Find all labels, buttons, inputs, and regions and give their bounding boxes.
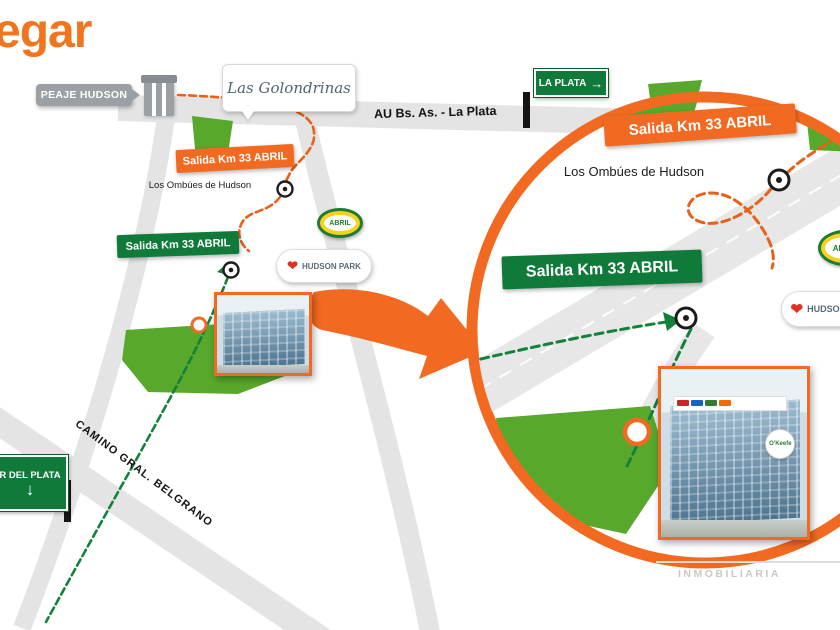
banner-logo-icon	[690, 400, 703, 407]
route-green	[44, 275, 230, 624]
hudson-park-label: HUDSON PARK	[807, 304, 840, 314]
ombues-label-zoom: Los Ombúes de Hudson	[563, 164, 705, 179]
building-ground	[661, 520, 807, 537]
route-orange	[237, 195, 282, 253]
route-green	[624, 327, 693, 470]
pointer-down-icon	[241, 110, 255, 120]
heart-icon: ❤	[287, 258, 298, 273]
las-golondrinas-label: Las Golondrinas	[227, 79, 351, 97]
zoom-arrow-icon	[307, 289, 484, 379]
la-plata-sign: LA PLATA →	[534, 69, 608, 97]
pointer-right-icon	[132, 89, 140, 101]
hudson-park-logo-zoom: ❤ HUDSON PARK	[781, 291, 840, 327]
heart-icon: ❤	[790, 301, 804, 318]
right-arrow-icon: →	[590, 75, 604, 91]
highway-road	[117, 95, 649, 135]
salida-km33-green-sign-main: Salida Km 33 ABRIL	[116, 230, 240, 259]
building-facade	[222, 308, 305, 368]
la-plata-sign-post	[523, 92, 530, 128]
salida-km33-green-sign-zoom: Salida Km 33 ABRIL	[501, 249, 703, 290]
banner-logo-icon	[676, 400, 689, 407]
route-orange-loop	[686, 187, 775, 270]
watermark-text: INMOBILIARIA	[678, 568, 781, 580]
hudson-park-logo-main: ❤ HUDSON PARK	[276, 249, 372, 283]
abril-label: ABRIL	[825, 237, 840, 259]
las-golondrinas-logo: Las Golondrinas	[222, 64, 356, 120]
ombues-label-main: Los Ombúes de Hudson	[148, 180, 252, 191]
exit-markers-main	[190, 180, 294, 334]
mar-del-plata-label: R DEL PLATA	[0, 469, 61, 481]
banner-logo-icon	[704, 400, 717, 407]
abril-label: ABRIL	[324, 215, 356, 231]
toll-booth-icon	[141, 75, 177, 116]
down-arrow-icon: ↓	[25, 479, 35, 499]
building-facade	[669, 399, 800, 524]
building-photo-zoom: O'Keefe	[658, 366, 810, 540]
building-photo-main	[214, 292, 312, 376]
peaje-hudson-sign: PEAJE HUDSON	[36, 84, 140, 106]
page-title-fragment: egar	[0, 5, 92, 58]
peaje-hudson-label: PEAJE HUDSON	[40, 89, 128, 101]
route-green-arrowhead-icon	[663, 312, 681, 331]
service-road	[13, 100, 177, 630]
logo-banner	[672, 395, 787, 411]
location-ring-icon	[190, 316, 208, 334]
abril-logo-main: ABRIL	[317, 208, 363, 238]
branch-road	[295, 117, 440, 630]
route-green	[477, 320, 668, 364]
roads	[0, 95, 649, 630]
mar-del-plata-sign: R DEL PLATA ↓	[0, 455, 68, 511]
route-orange	[785, 124, 840, 175]
green-area	[192, 116, 233, 153]
banner-logo-icon	[718, 400, 731, 407]
okeefe-badge: O'Keefe	[765, 429, 796, 460]
building-ground	[217, 365, 309, 373]
la-plata-label: LA PLATA	[538, 77, 587, 89]
location-ring-icon	[622, 417, 652, 447]
watermark-line	[656, 561, 840, 563]
hudson-park-label: HUDSON PARK	[301, 261, 361, 271]
abril-logo-zoom: ABRIL	[818, 230, 840, 266]
camino-road	[0, 407, 331, 630]
